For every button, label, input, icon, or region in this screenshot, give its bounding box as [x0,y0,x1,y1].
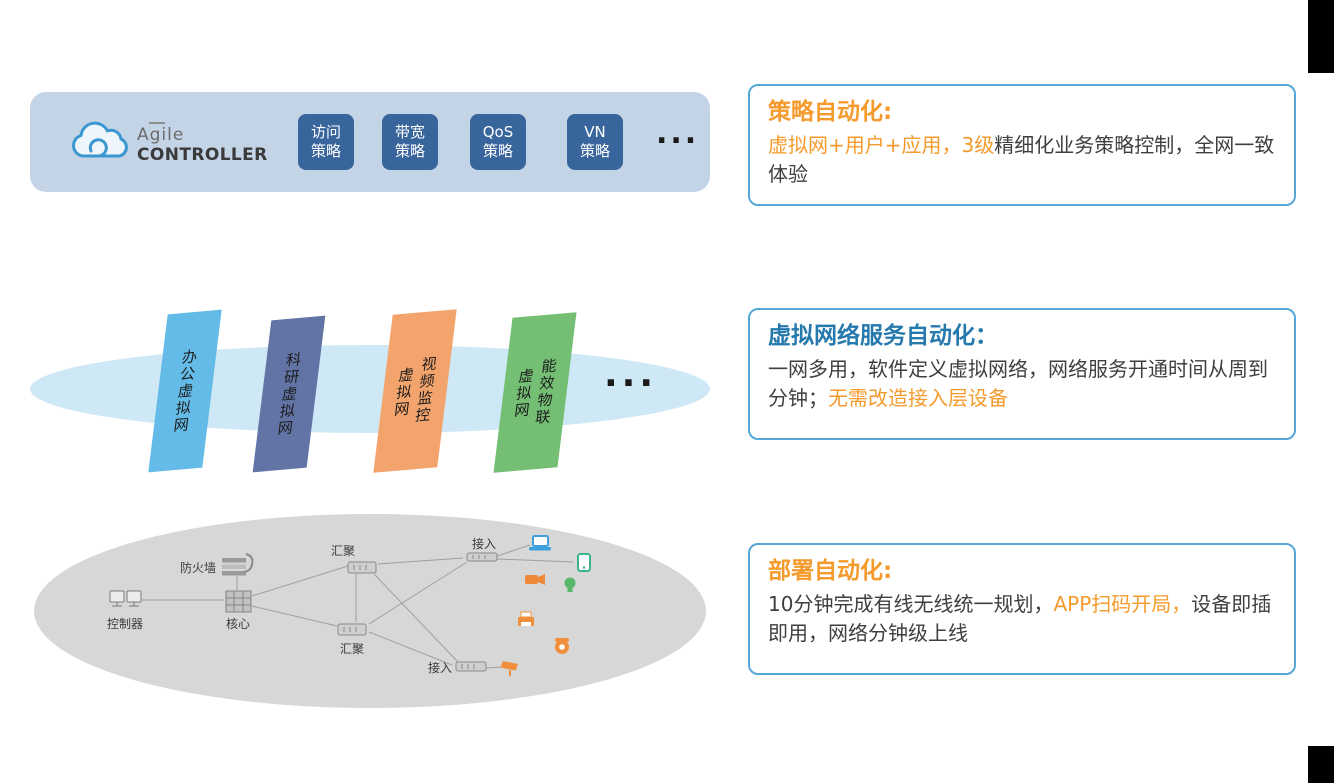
callout-body: 10分钟完成有线无线统一规划，APP扫码开局，设备即插即用，网络分钟级上线 [768,590,1276,648]
logo-brand-name: Agile [137,125,185,145]
physical-layer-ellipse [34,514,706,708]
policy-tile-label-line1: 访问 [310,122,341,141]
callout-text-segment: APP扫码开局， [1053,591,1192,616]
callout-body: 虚拟网+用户+应用，3级精细化业务策略控制，全网一致体验 [768,131,1276,189]
desk-phone-icon [555,638,569,654]
policy-tile-vn: VN 策略 [567,114,623,170]
policy-tile-bandwidth: 带宽 策略 [382,114,438,170]
policy-tile-label-line2: 策略 [310,142,341,160]
virtual-layer-ellipsis: ... [604,354,658,395]
controller-logo-text: Agile CONTROLLER [137,125,268,165]
screen-artifact-top-right [1308,0,1334,73]
policy-tile-label-line2: 策略 [482,142,513,160]
physical-network-topology: 控制器 防火墙 核心 汇聚 [34,514,706,708]
callout-title: 策略自动化: [768,99,893,125]
aggregation-top-label: 汇聚 [331,544,355,558]
virtual-layer-ellipse [30,345,710,433]
aggregation-bottom-label: 汇聚 [340,642,364,656]
bulb-icon [564,577,576,592]
core-label: 核心 [226,617,250,631]
vn-panel-video-surveillance: 视频监控 虚拟网 [373,309,457,473]
core-switch-icon [225,590,252,613]
callout-body: 一网多用，软件定义虚拟网络，网络服务开通时间从周到分钟；无需改造接入层设备 [768,355,1276,413]
firewall-label: 防火墙 [180,560,216,575]
agile-cloud-logo-icon [72,121,128,158]
policy-tile-label-line2: 策略 [394,142,425,160]
callout-text-segment: 无需改造接入层设备 [828,385,1008,410]
callout-text-segment: 设备即插即用，网络分钟级上线 [768,591,1272,645]
callout-text-segment: 虚拟网+用户+应用，3级 [768,132,995,157]
logo-overline [149,122,165,124]
access-top-label: 接入 [472,536,496,551]
policy-tile-access: 访问 策略 [298,114,354,170]
policy-tile-label-line1: QoS [482,122,514,141]
aggregation-switch-top-icon [347,561,377,574]
callout-text-segment: 10分钟完成有线无线统一规划， [768,591,1054,616]
network-controller-icon [109,590,142,607]
policy-tile-qos: QoS 策略 [470,114,526,170]
aggregation-switch-bottom-icon [337,623,367,636]
topology-links [142,544,574,669]
controller-bar: Agile CONTROLLER 访问 策略 带宽 策略 QoS 策略 VN 策… [30,92,710,192]
vn-panel-research: 科研虚拟网 [252,315,326,473]
tablet-icon [577,553,591,572]
controller-label: 控制器 [107,617,143,631]
callout-deployment-automation: 部署自动化: 10分钟完成有线无线统一规划，APP扫码开局，设备即插即用，网络分… [748,543,1296,675]
policy-tile-label-line1: VN [584,122,606,141]
video-camera-icon [525,574,545,585]
firewall-icon [222,553,254,576]
screen-artifact-bottom-right [1308,746,1334,783]
printer-icon [518,611,534,626]
cctv-camera-icon [500,661,518,676]
policy-tile-label-line1: 带宽 [394,122,425,141]
vn-panel-label: 科研虚拟网 [274,350,304,438]
policy-ellipsis: ... [656,116,700,151]
access-bottom-label: 接入 [428,660,452,675]
callout-text-segment: 一网多用，软件定义虚拟网络，网络服务开通时间从周到分钟； [768,356,1268,410]
access-switch-top-icon [466,552,498,562]
laptop-icon [529,535,551,551]
callout-title: 虚拟网络服务自动化： [768,323,998,349]
vn-panel-energy-iot: 能效物联 虚拟网 [493,312,577,473]
callout-title: 部署自动化: [768,558,893,584]
vn-panel-office: 办公虚拟网 [148,309,222,473]
callout-virtual-network-automation: 虚拟网络服务自动化： 一网多用，软件定义虚拟网络，网络服务开通时间从周到分钟；无… [748,308,1296,440]
vn-panel-label: 办公虚拟网 [170,347,200,435]
callout-text-segment: 精细化业务策略控制，全网一致体验 [768,132,1275,186]
callout-policy-automation: 策略自动化: 虚拟网+用户+应用，3级精细化业务策略控制，全网一致体验 [748,84,1296,206]
access-switch-bottom-icon [455,661,487,672]
logo-product-name: CONTROLLER [137,145,268,165]
policy-tile-label-line2: 策略 [579,142,610,160]
